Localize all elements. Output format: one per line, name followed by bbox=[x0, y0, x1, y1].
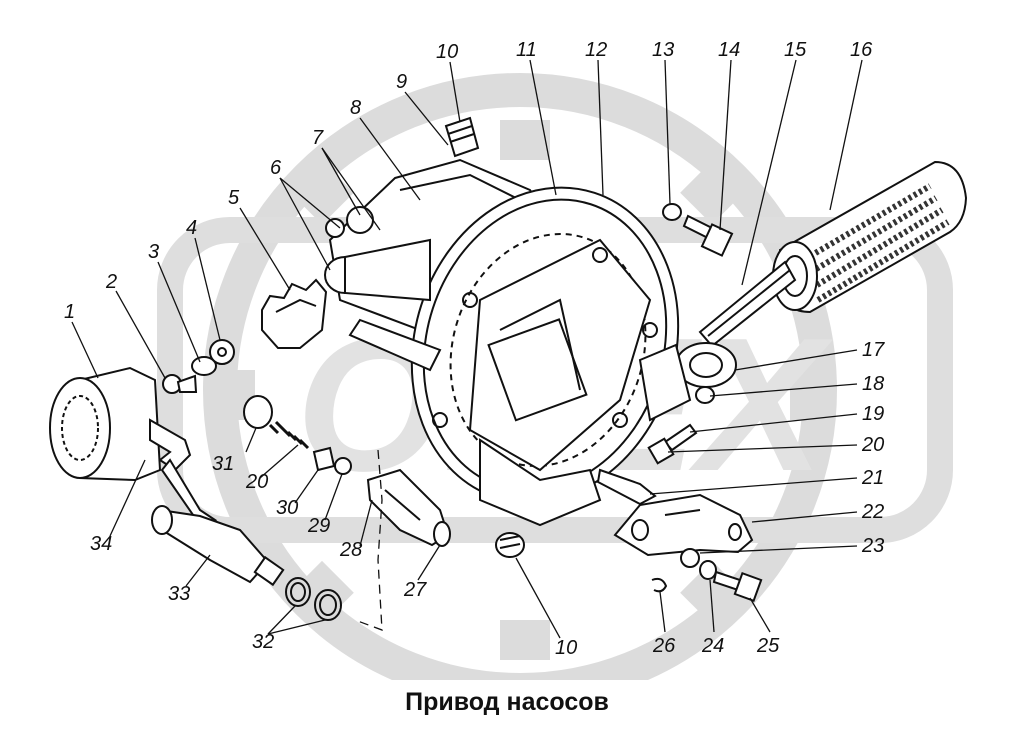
callout-3: 3 bbox=[148, 241, 159, 263]
pump-drive-diagram: OPEX bbox=[49, 39, 968, 680]
callout-4: 4 bbox=[186, 217, 197, 239]
callout-5: 5 bbox=[228, 187, 240, 209]
figure-caption: Привод насосов bbox=[405, 688, 609, 716]
callout-18: 18 bbox=[862, 373, 884, 395]
callout-30: 30 bbox=[276, 497, 298, 519]
gear-part-5 bbox=[261, 278, 328, 349]
lever-rod-part-15 bbox=[698, 260, 797, 348]
callout-31: 31 bbox=[212, 453, 234, 475]
leader-lines bbox=[71, 59, 863, 639]
washers-part-2-3-4 bbox=[162, 339, 235, 394]
breather-fitting-part-10 bbox=[444, 116, 480, 158]
callout-20-left: 20 bbox=[245, 471, 268, 493]
shafts-part-6-7 bbox=[324, 206, 442, 372]
plug-part-10 bbox=[495, 532, 525, 558]
callout-13: 13 bbox=[652, 39, 674, 61]
callout-23: 23 bbox=[861, 535, 884, 557]
callout-17: 17 bbox=[862, 339, 885, 361]
callout-22: 22 bbox=[861, 501, 884, 523]
plunger-housing-part-27 bbox=[366, 468, 451, 547]
lock-wire-part-28 bbox=[354, 449, 383, 631]
callout-25: 25 bbox=[756, 635, 780, 657]
callout-6: 6 bbox=[270, 157, 282, 179]
callout-14: 14 bbox=[718, 39, 740, 61]
callout-33: 33 bbox=[168, 583, 190, 605]
callout-26: 26 bbox=[652, 635, 676, 657]
callout-21: 21 bbox=[861, 467, 884, 489]
callout-32: 32 bbox=[252, 631, 274, 653]
callout-28: 28 bbox=[339, 539, 362, 561]
shift-fork-part-34 bbox=[149, 418, 218, 527]
callout-16: 16 bbox=[850, 39, 873, 61]
bolt-part-13-14 bbox=[662, 203, 734, 257]
callout-10-bottom: 10 bbox=[555, 637, 577, 659]
callout-7: 7 bbox=[312, 127, 324, 149]
callout-1: 1 bbox=[64, 301, 75, 323]
callout-10: 10 bbox=[436, 41, 458, 63]
rings-part-32 bbox=[285, 577, 342, 621]
callout-2: 2 bbox=[105, 271, 117, 293]
callout-24: 24 bbox=[701, 635, 724, 657]
bolts-part-18-21 bbox=[596, 386, 715, 506]
callout-11: 11 bbox=[516, 39, 537, 61]
callout-29: 29 bbox=[307, 515, 330, 537]
callout-20-right: 20 bbox=[861, 434, 884, 456]
callout-8: 8 bbox=[350, 97, 361, 119]
bracket-part-17 bbox=[638, 342, 737, 422]
callout-labels: 1 2 3 4 5 6 7 8 9 10 11 12 13 14 15 16 1… bbox=[64, 39, 885, 659]
callout-34: 34 bbox=[90, 533, 112, 555]
handle-grip-part-16 bbox=[772, 160, 968, 314]
shift-shaft-part-33 bbox=[151, 505, 285, 587]
fasteners-part-23-26 bbox=[651, 548, 763, 603]
callout-19: 19 bbox=[862, 403, 884, 425]
callout-9: 9 bbox=[396, 71, 407, 93]
callout-12: 12 bbox=[585, 39, 607, 61]
spring-assembly-part-20-31 bbox=[243, 395, 352, 475]
lever-plate-part-22 bbox=[613, 493, 754, 557]
callout-15: 15 bbox=[784, 39, 807, 61]
callout-27: 27 bbox=[403, 579, 427, 601]
coupling-sleeve-part-1 bbox=[49, 366, 162, 482]
